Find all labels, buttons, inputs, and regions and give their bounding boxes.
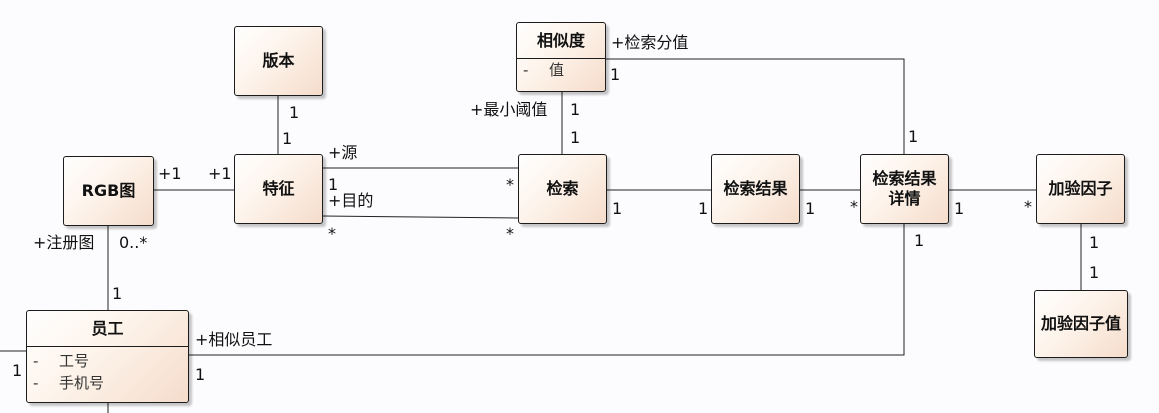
- class-version-title: 版本: [262, 51, 295, 70]
- attribute-name: 值: [549, 61, 565, 79]
- multiplicity-label: 1: [195, 365, 206, 384]
- multiplicity-label: +1: [158, 164, 182, 183]
- class-result-detail[interactable]: 检索结果 详情: [860, 154, 949, 224]
- multiplicity-label: 1: [570, 128, 581, 147]
- class-result-detail-title: 检索结果 详情: [872, 169, 937, 208]
- multiplicity-label: *: [506, 175, 514, 194]
- multiplicity-label: 1: [282, 129, 293, 148]
- class-verify-factor-value[interactable]: 加验因子值: [1034, 290, 1128, 358]
- multiplicity-label: *: [1024, 197, 1032, 216]
- multiplicity-label: 1: [908, 127, 919, 146]
- role-label: +目的: [328, 191, 374, 210]
- class-employee[interactable]: 员工 - 工号 - 手机号: [26, 310, 189, 403]
- class-feature-title: 特征: [262, 179, 295, 198]
- attribute-name: 手机号: [59, 374, 105, 392]
- multiplicity-label: *: [328, 224, 336, 243]
- assoc-employee-detail[interactable]: [189, 224, 905, 356]
- multiplicity-label: *: [850, 197, 858, 216]
- multiplicity-label: +1: [208, 164, 232, 183]
- attribute-row: - 手机号: [27, 372, 188, 394]
- class-search-result-title: 检索结果: [723, 179, 788, 198]
- role-label: +注册图: [33, 233, 95, 252]
- role-label: +相似员工: [195, 330, 273, 349]
- multiplicity-label: 1: [1089, 233, 1100, 252]
- multiplicity-label: 1: [570, 100, 581, 119]
- class-similarity-title: 相似度: [517, 23, 605, 59]
- multiplicity-label: 1: [805, 199, 816, 218]
- multiplicity-label: 1: [914, 231, 925, 250]
- multiplicity-label: 1: [289, 103, 300, 122]
- multiplicity-label: 1: [612, 199, 623, 218]
- class-version[interactable]: 版本: [234, 26, 323, 96]
- class-verify-factor-title: 加验因子: [1048, 179, 1113, 198]
- multiplicity-label: *: [506, 224, 514, 243]
- role-label: +最小阈值: [470, 100, 548, 119]
- class-rgb-image-title: RGB图: [81, 181, 136, 200]
- class-feature[interactable]: 特征: [234, 154, 323, 224]
- role-label: +源: [328, 143, 358, 162]
- assoc-similarity-detail[interactable]: [606, 58, 905, 154]
- class-verify-factor[interactable]: 加验因子: [1036, 154, 1125, 224]
- multiplicity-label: 0..*: [119, 233, 148, 252]
- multiplicity-label: 1: [328, 175, 339, 194]
- class-similarity[interactable]: 相似度 -值: [516, 22, 606, 92]
- multiplicity-label: 1: [1089, 263, 1100, 282]
- class-employee-title: 员工: [27, 311, 188, 347]
- attribute-visibility: -: [523, 61, 529, 79]
- class-verify-factor-value-title: 加验因子值: [1040, 314, 1121, 333]
- attribute-row: -值: [517, 59, 605, 81]
- attribute-name: 工号: [59, 352, 90, 370]
- multiplicity-label: 1: [954, 199, 965, 218]
- role-label: +检索分值: [611, 33, 689, 52]
- multiplicity-label: 1: [698, 199, 709, 218]
- attribute-row: - 工号: [27, 350, 188, 372]
- assoc-target[interactable]: [322, 215, 519, 219]
- attribute-visibility: -: [33, 352, 39, 370]
- class-search[interactable]: 检索: [518, 154, 607, 224]
- multiplicity-label: 1: [12, 361, 23, 380]
- class-search-result[interactable]: 检索结果: [711, 154, 800, 224]
- attribute-visibility: -: [33, 374, 39, 392]
- class-search-title: 检索: [546, 179, 579, 198]
- multiplicity-label: 1: [610, 65, 621, 84]
- multiplicity-label: 1: [112, 284, 123, 303]
- class-rgb-image[interactable]: RGB图: [63, 156, 154, 226]
